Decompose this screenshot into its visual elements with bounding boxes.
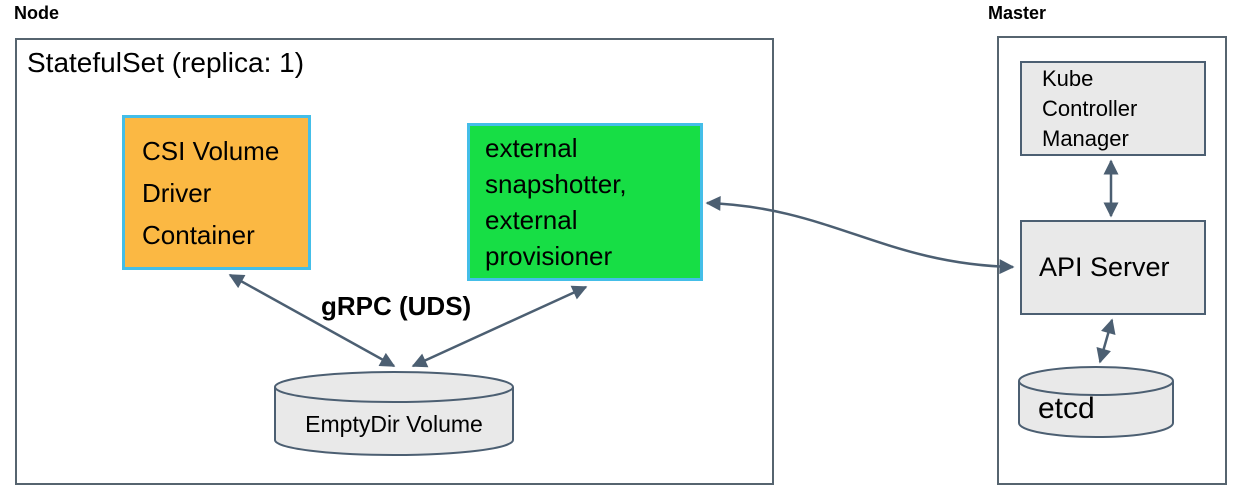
etcd-label: etcd xyxy=(1038,392,1095,425)
csi-volume-driver-box: CSI Volume Driver Container xyxy=(122,115,311,270)
csi-volume-driver-label: CSI Volume Driver Container xyxy=(142,135,280,250)
api-server-label: API Server xyxy=(1039,252,1170,282)
api-server-box: API Server xyxy=(1020,220,1206,315)
statefulset-label: StatefulSet (replica: 1) xyxy=(27,47,305,78)
external-sidecars-box: external snapshotter, external provision… xyxy=(467,123,703,281)
node-group-label: Node xyxy=(14,3,59,23)
external-sidecars-label: external snapshotter, external provision… xyxy=(485,133,627,271)
kube-controller-manager-box: Kube Controller Manager xyxy=(1020,61,1206,156)
grpc-uds-label: gRPC (UDS) xyxy=(321,291,472,321)
master-group-label: Master xyxy=(988,3,1047,23)
emptydir-volume-label: EmptyDir Volume xyxy=(305,411,483,437)
kube-controller-manager-label: Kube Controller Manager xyxy=(1042,65,1138,151)
